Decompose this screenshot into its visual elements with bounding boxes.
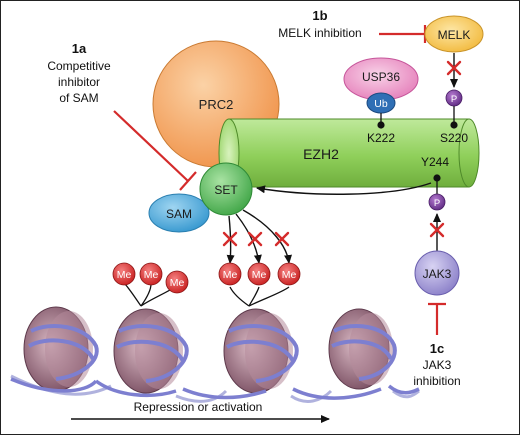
methyl-label-2: Me [144,269,159,281]
set-node [199,162,253,216]
methyl-labels: Me Me Me Me Me Me [117,269,297,289]
ub-label: Ub [374,98,388,110]
methyl-3 [165,270,189,294]
annotation-1a-number: 1a [72,41,87,56]
y244-label: Y244 [421,155,449,169]
histone-tails [124,283,290,307]
methyl-6 [277,262,301,286]
outcome-caption: Repression or activation [134,400,263,414]
sam-node [148,193,210,233]
methyl-label-5: Me [252,269,267,281]
phospho-s220-label: P [451,94,457,105]
dna-strand-front [10,377,420,400]
ezh2-cylinder [218,118,480,188]
inhibitor-1b-line [379,25,427,43]
ezh2-label: EZH2 [303,146,339,162]
block-x-jak3 [429,222,445,238]
annotation-1c-line1: JAK3 [423,358,452,372]
feedback-arrow [256,182,432,195]
phospho-y244 [428,193,446,211]
s220-site-dot [450,121,458,129]
usp36-label: USP36 [362,70,400,84]
methyl-label-4: Me [223,269,238,281]
block-x-methylation [222,231,290,247]
set-label: SET [214,183,238,197]
nucleosome-3 [223,308,299,394]
nucleosome-2 [113,308,189,394]
methyl-2 [139,262,163,286]
melk-label: MELK [438,28,471,42]
prc2-label: PRC2 [199,97,234,112]
k222-site-dot [377,121,385,129]
annotation-1c-line2: inhibition [413,374,460,388]
annotation-1a-line3: of SAM [59,91,98,105]
jak3-node [414,250,460,296]
methyl-groups [112,262,301,294]
nucleosome-1 [23,306,99,392]
methyl-label-6: Me [282,269,297,281]
inhibitor-1c-line [428,302,446,335]
phospho-y244-label: P [434,198,440,209]
sam-label: SAM [166,207,192,221]
annotation-1b-number: 1b [312,8,327,23]
dna-strand-back [10,374,420,403]
nucleosome-4 [328,308,397,390]
melk-node [424,15,484,53]
annotation-1a-line1: Competitive [47,59,111,73]
methyl-4 [218,262,242,286]
s220-label: S220 [440,131,468,145]
annotation-1c-number: 1c [430,341,444,356]
annotation-1b-line1: MELK inhibition [278,26,361,40]
annotation-1a-line2: inhibitor [58,75,100,89]
methyl-1 [112,262,136,286]
block-x-melk [446,60,462,76]
y244-site-dot [433,174,441,182]
methyl-5 [247,262,271,286]
inhibitor-1a-line [113,110,197,191]
k222-label: K222 [367,131,395,145]
methyl-label-3: Me [170,277,185,289]
methyl-label-1: Me [117,269,132,281]
jak3-label: JAK3 [423,267,452,281]
